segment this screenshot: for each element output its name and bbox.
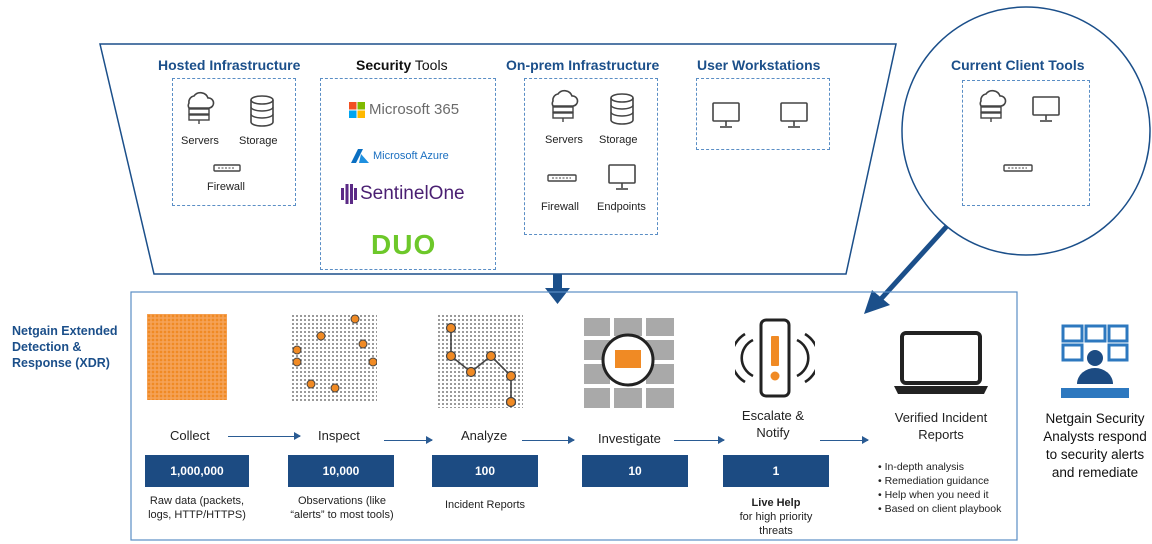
analysts-description: Netgain Security Analysts respond to sec…	[1043, 411, 1147, 480]
user-workstations-title: User Workstations	[697, 57, 821, 73]
azure-icon	[351, 149, 369, 163]
escalate-description: Live Help for high priority threats	[723, 496, 829, 538]
security-tools-title: Security Tools	[356, 57, 448, 73]
verified-reports-bullets: In-depth analysis Remediation guidance H…	[878, 460, 1018, 516]
workstation-monitor-icon	[712, 102, 740, 128]
investigate-magnifier-icon	[584, 318, 674, 408]
live-help-detail: for high priority threats	[739, 511, 813, 537]
incident-path-icon	[437, 314, 523, 408]
storage-icon	[250, 95, 274, 127]
firewall-icon	[213, 164, 241, 172]
observations-scatter-icon	[291, 314, 377, 402]
microsoft-365-logo: Microsoft 365	[349, 101, 459, 118]
cloud-server-icon	[979, 89, 1007, 122]
firewall-icon	[547, 174, 577, 182]
sentinelone-icon	[341, 184, 357, 204]
live-help-label: Live Help	[751, 497, 801, 509]
storage-label: Storage	[599, 134, 638, 146]
endpoint-monitor-icon	[608, 164, 636, 190]
escalate-phone-alert-icon	[735, 318, 815, 398]
count-escalate: 1	[723, 455, 829, 487]
analyze-description: Incident Reports	[444, 499, 526, 511]
onprem-infrastructure-title: On-prem Infrastructure	[506, 57, 660, 73]
count-inspect: 10,000	[288, 455, 394, 487]
laptop-icon	[894, 331, 988, 394]
count-collect: 1,000,000	[145, 455, 249, 487]
flow-arrow	[522, 436, 575, 444]
firewall-icon	[1003, 164, 1033, 172]
cloud-server-icon	[187, 91, 215, 124]
firewall-label: Firewall	[207, 181, 245, 193]
bullet-item: Remediation guidance	[878, 474, 1018, 488]
stage-analyze-label: Analyze	[461, 428, 508, 443]
storage-icon	[610, 93, 634, 125]
stage-collect-label: Collect	[170, 428, 210, 443]
user-workstations-panel	[696, 78, 830, 150]
flow-arrow	[384, 436, 433, 444]
duo-logo: DUO	[371, 229, 437, 260]
hosted-infrastructure-panel: Servers Storage Firewall	[172, 78, 296, 206]
storage-label: Storage	[239, 135, 278, 147]
inspect-description: Observations (like “alerts” to most tool…	[290, 495, 394, 521]
stage-inspect-label: Inspect	[318, 428, 360, 443]
onprem-infrastructure-panel: Servers Storage Firewall Endpoints	[524, 78, 658, 235]
stage-escalate-label: Escalate & Notify	[741, 408, 805, 440]
firewall-label: Firewall	[541, 201, 579, 213]
flow-arrow	[820, 436, 869, 444]
raw-data-grid-icon	[147, 314, 227, 400]
microsoft-squares-icon	[349, 101, 365, 118]
endpoints-label: Endpoints	[597, 201, 646, 213]
bullet-item: Based on client playbook	[878, 502, 1018, 516]
servers-label: Servers	[545, 134, 583, 146]
microsoft-azure-logo: Microsoft Azure	[351, 149, 449, 163]
count-investigate: 10	[582, 455, 688, 487]
collect-description: Raw data (packets, logs, HTTP/HTTPS)	[148, 495, 246, 521]
current-client-tools-panel	[962, 80, 1090, 206]
workstation-monitor-icon	[780, 102, 808, 128]
workstation-monitor-icon	[1032, 96, 1060, 122]
hosted-infrastructure-title: Hosted Infrastructure	[158, 57, 301, 73]
security-analyst-icon	[1061, 324, 1129, 398]
flow-arrow	[228, 432, 301, 440]
stage-verified-reports-label: Verified Incident Reports	[894, 410, 988, 442]
bullet-item: Help when you need it	[878, 488, 1018, 502]
flow-arrow	[674, 436, 725, 444]
xdr-title: Netgain Extended Detection & Response (X…	[12, 324, 118, 370]
current-client-tools-title: Current Client Tools	[951, 57, 1085, 73]
cloud-server-icon	[551, 89, 579, 122]
stage-investigate-label: Investigate	[598, 431, 661, 446]
count-analyze: 100	[432, 455, 538, 487]
servers-label: Servers	[181, 135, 219, 147]
bullet-item: In-depth analysis	[878, 460, 1018, 474]
